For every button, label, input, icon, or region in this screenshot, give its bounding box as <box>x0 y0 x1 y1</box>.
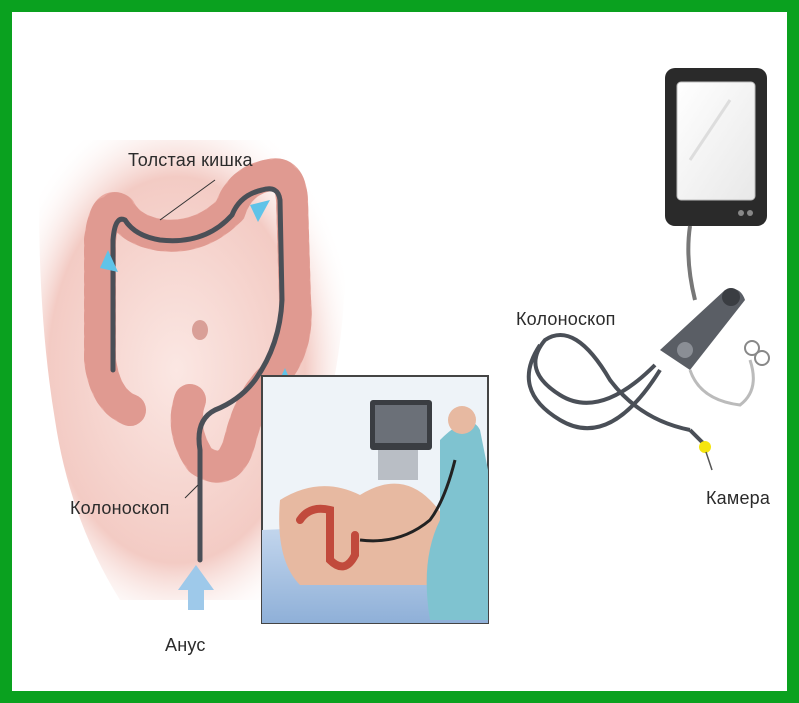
procedure-inset <box>262 376 488 623</box>
colonoscope-right-label: Колоноскоп <box>516 309 616 330</box>
endoscope-device <box>529 68 769 470</box>
navel <box>192 320 208 340</box>
colon-label: Толстая кишка <box>128 150 253 171</box>
colonoscope-left-label: Колоноскоп <box>70 498 170 519</box>
camera-label: Камера <box>706 488 770 509</box>
anus-label: Анус <box>165 635 206 656</box>
camera-tip <box>699 441 711 453</box>
